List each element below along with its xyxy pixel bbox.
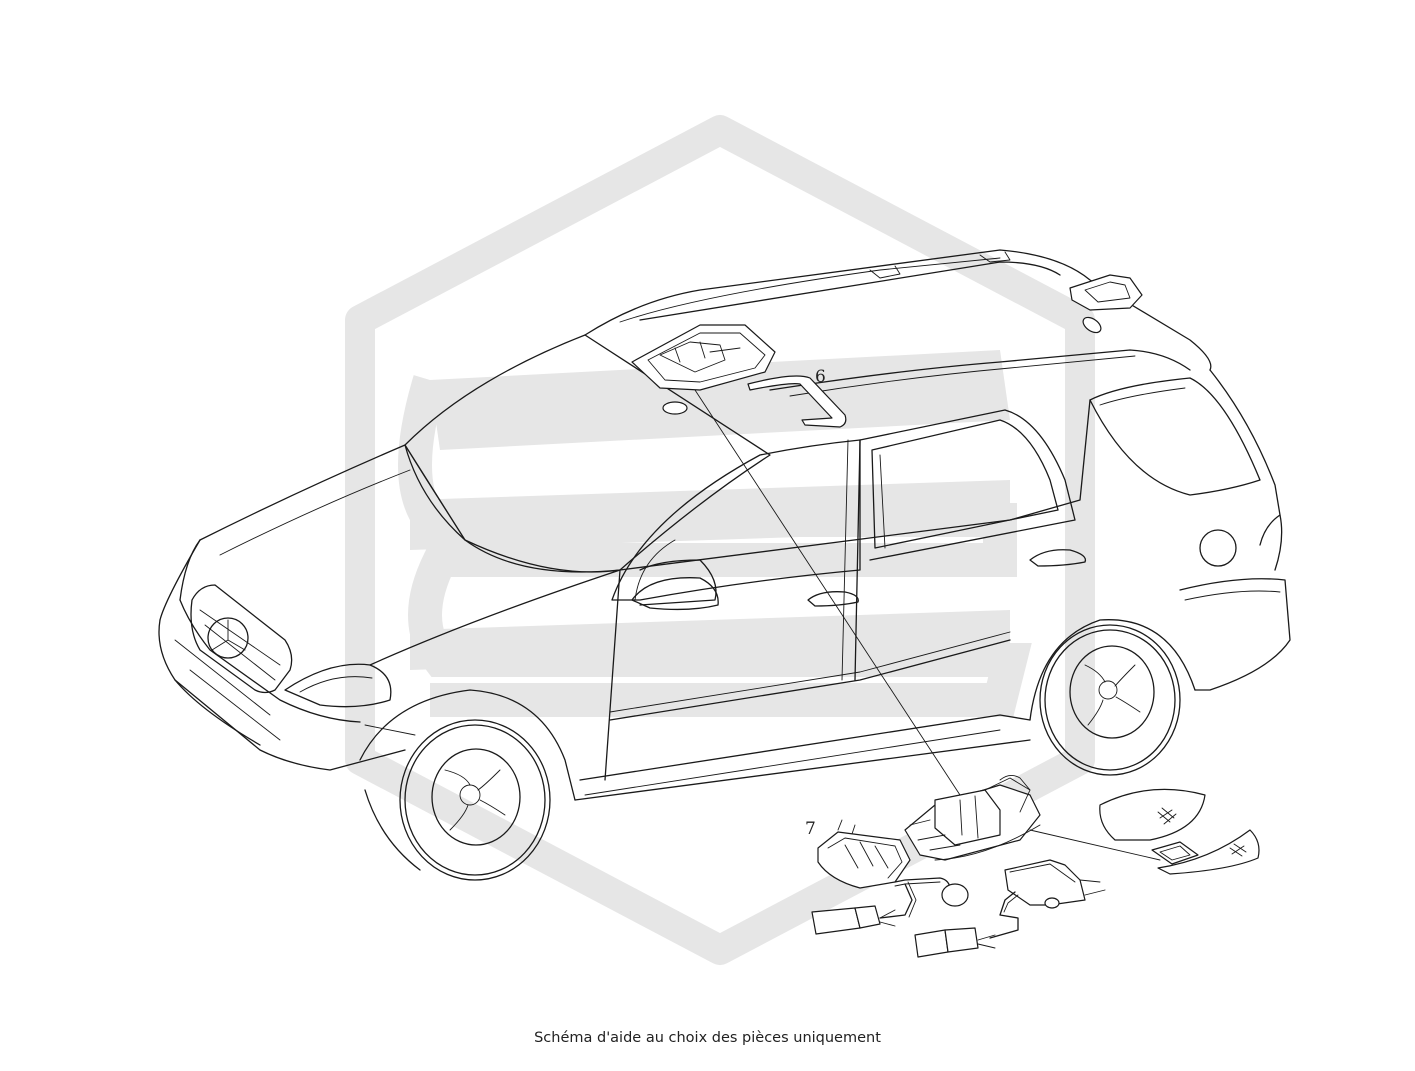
part-6-trim-strip (747, 375, 847, 428)
vehicle-outline (158, 249, 1291, 881)
overhead-module-exploded (904, 775, 1041, 861)
callout-part-6: 6 (815, 367, 826, 387)
part-7-reading-lamp (817, 819, 911, 889)
roof-console-rear (1069, 274, 1143, 334)
leader-line-lens (1029, 829, 1161, 861)
lens-cover-small (1151, 829, 1260, 875)
diagram-caption: Schéma d'aide au choix des pièces unique… (534, 1030, 881, 1046)
callout-part-7: 7 (805, 819, 816, 839)
lens-cover-large (1099, 788, 1206, 841)
leader-line (694, 389, 961, 796)
roof-console-front (631, 324, 776, 415)
wiring-harness (811, 859, 1106, 958)
